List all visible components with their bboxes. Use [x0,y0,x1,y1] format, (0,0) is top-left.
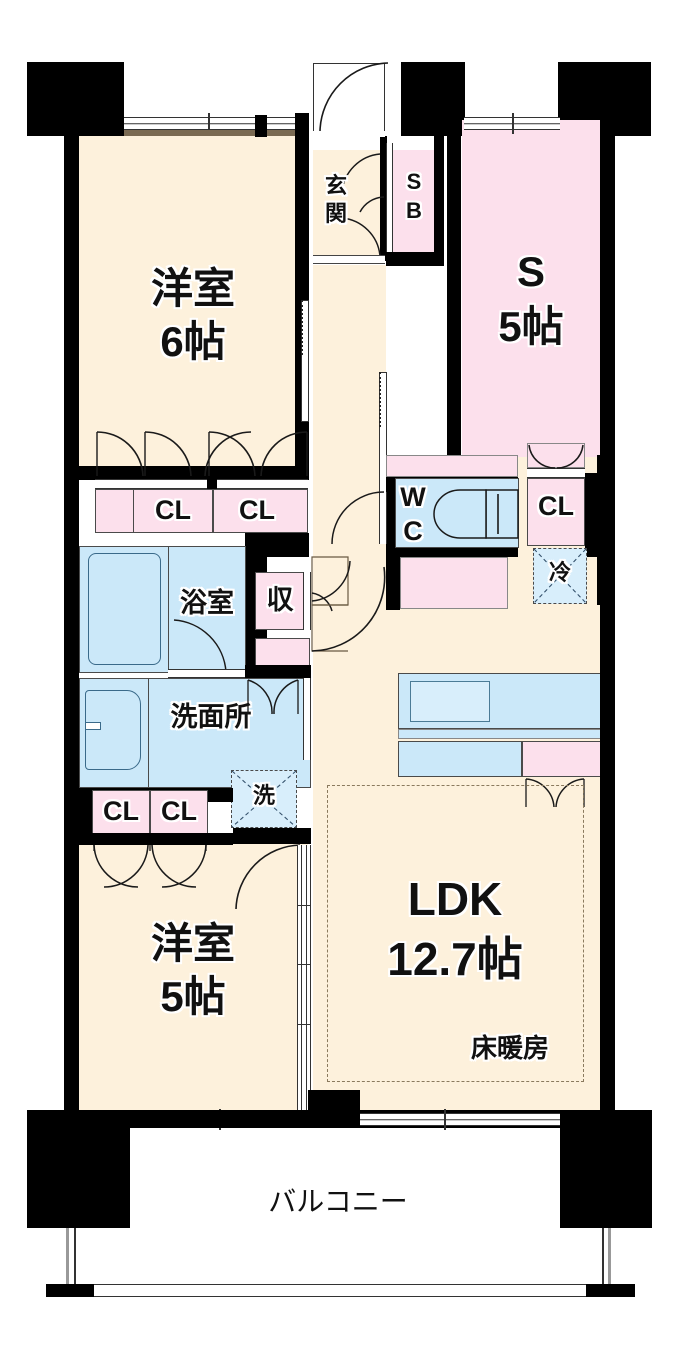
sliding-partition-bedroom-south[interactable] [297,845,311,1110]
entrance-inner-doors-icon [341,153,385,257]
outer-wall-left [64,113,79,1123]
kitchen-counter-edge [398,729,603,739]
kitchen-door-swings-icon [525,778,585,808]
window-mullion [208,113,210,134]
bathtub-icon [88,553,161,665]
wall-cl-hall-right [585,473,600,557]
pier-bottom-center [308,1090,360,1128]
wall-bath-right [245,533,309,557]
balcony-railing [94,1284,586,1297]
sliding-door-bedroom-north[interactable] [301,300,309,422]
closet-north-door-swings-icon [96,431,308,477]
sb-divider [386,143,393,260]
wall-bedroom-north-top [124,130,296,136]
closet-hall-door-swings-icon [528,444,584,469]
wall-corner-entrance-left [295,113,309,137]
bath-door-threshold [168,669,246,678]
sink-tap [85,722,101,730]
closet-south-right [150,790,208,834]
closet-north-right [213,489,308,533]
wc-upper-pink-strip [386,455,518,477]
sliding-partition-line1 [301,845,303,1110]
window-mullion-ldk [444,1109,446,1130]
hall-threshold-entrance [313,255,385,264]
ldk-floor [313,550,600,1120]
hall-floor [313,265,386,550]
refrigerator-cross-icon [533,548,587,604]
wall-entrance-bottom [386,252,444,266]
service-room-floor [462,120,600,457]
sliding-partition-line2 [306,845,308,1110]
closet-north-divider [133,489,134,533]
bath-divider-line [168,546,169,673]
floor-heating-zone [327,785,584,1082]
kitchen-cabinet-right [522,741,603,777]
bath-door-swing-icon [173,619,227,673]
storage-door[interactable] [303,572,311,630]
washroom-hall-door[interactable] [303,678,311,760]
cl-hall-door-track [527,468,585,478]
sliding-partition-tick3 [297,1024,311,1026]
balcony-edge-left-cap [46,1284,96,1297]
wall-nub-bedroom-north [255,115,267,137]
closet-south-door-swings-icon [93,844,207,888]
window-bedroom-north [124,117,296,130]
wall-entrance-right [380,136,387,261]
balcony-right-rail [608,1228,611,1286]
washing-machine-cross-icon [231,770,297,828]
wc-lower-pink-strip [400,557,508,609]
sliding-door-track-bn [301,300,309,355]
wall-storage-bottom [245,665,311,679]
closet-hall-upper-pink [527,443,585,468]
closet-north-center-post [207,475,217,489]
entrance-door-threshold [313,127,385,137]
toilet-bowl-icon [433,489,519,539]
closet-south-left [92,790,150,834]
wall-washroom-bottom-right [233,828,311,844]
kitchen-stove-icon [410,681,490,722]
washroom-door-swing-icon [247,679,299,715]
window-ldk-south [360,1113,560,1126]
balcony-left-rail [66,1228,69,1286]
washroom-divider [148,678,149,788]
sink-icon [85,690,141,770]
closet-north-left [95,489,213,533]
closet-hall-right [527,478,585,546]
storage-closet [255,572,305,630]
sliding-partition-tick1 [297,905,311,907]
shoe-box-floor [392,150,435,260]
wall-cl-south-bottom [64,833,233,845]
cl-north-door-track [95,479,308,489]
entrance-floor [313,150,386,260]
column-top-mid [401,62,465,136]
column-bottom-left [27,1110,130,1228]
toilet-door-swing-icon [331,491,385,545]
toilet-door[interactable] [379,492,387,544]
wall-sb-right [434,136,444,261]
entrance-door-arc-svg [319,62,389,132]
balcony-edge-right-cap [585,1284,635,1297]
wall-s-left [447,136,461,461]
sliding-door-track-s [379,372,387,427]
balcony-label: バルコニー [268,1186,408,1217]
balcony-left-rail-inner [74,1228,76,1286]
wall-cl-north-band [64,466,309,480]
bedroom-north-floor [78,136,308,466]
column-bottom-right [560,1110,652,1228]
outer-wall-right-mid [597,455,615,605]
entrance-door-frame [313,63,385,131]
outer-wall-right [600,113,615,1123]
kitchen-cabinet-left [398,741,522,777]
storage-door-swing-icon [311,556,386,652]
balcony-right-rail-inner [602,1228,604,1286]
wall-wc-lower-left [386,548,400,610]
bedroom-south-door-swing-icon [235,844,301,910]
sliding-partition-tick2 [297,964,311,966]
window-mullion-s [512,113,514,134]
